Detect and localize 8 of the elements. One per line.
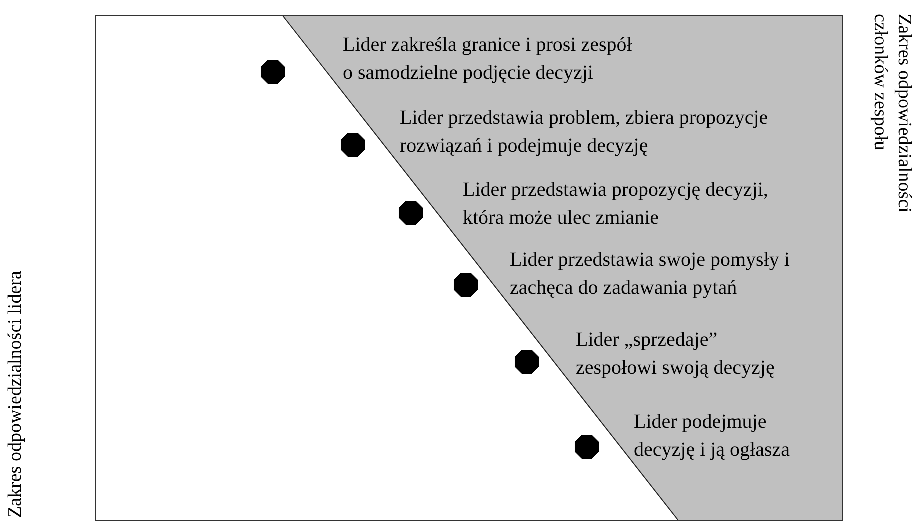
statement-text: Lider przedstawia problem, zbiera propozycje rozwiązań i podejmuje decyzję [400, 106, 770, 159]
statement-text: Lider przedstawia swoje pomysły i zachęca do zadawania pytań [510, 248, 791, 301]
statement-text: Lider „sprzedaje” zespołowi swoją decyzję [576, 328, 776, 381]
axis-label: Zakres odpowiedzialności członków zespołu [869, 14, 916, 215]
statement-text: Lider zakreśla granice i prosi zespół o samodzielne podjęcie decyzji [343, 33, 634, 86]
axis-label: Zakres odpowiedzialności lidera [4, 270, 27, 518]
statement-text: Lider podejmuje decyzję i ją ogłasza [634, 410, 792, 463]
statement-text: Lider przedstawia propozycję decyzji, która może ulec zmianie [463, 178, 770, 231]
